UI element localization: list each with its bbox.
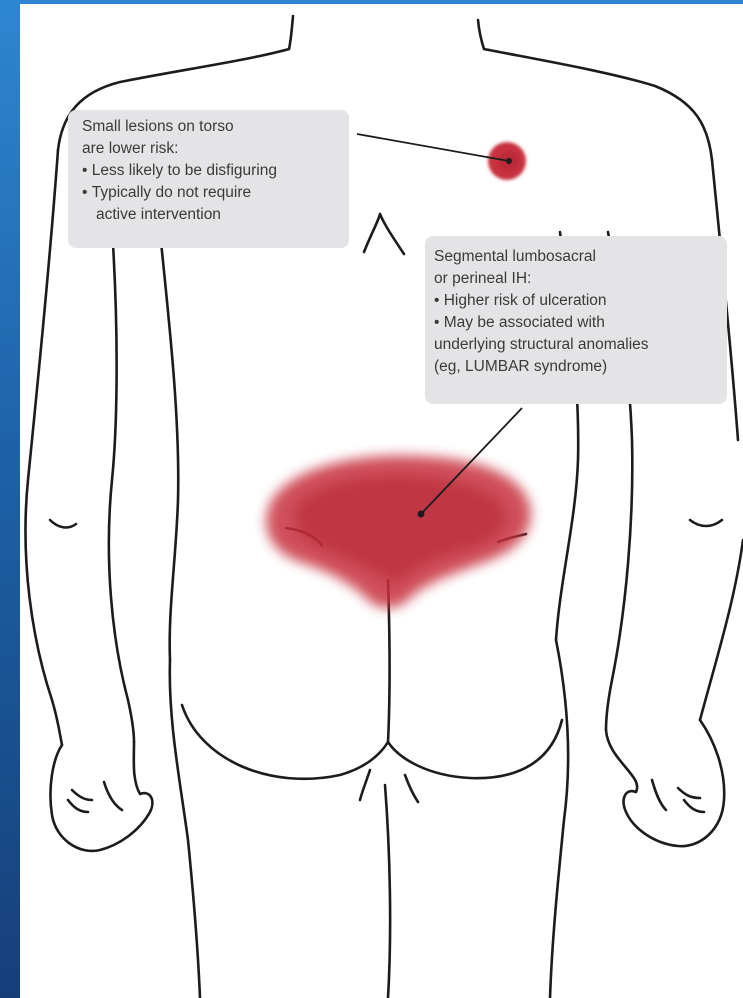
right-hand-finger-2 [678, 788, 700, 798]
callout-line: underlying structural anomalies [434, 334, 727, 356]
right-hand-finger-1 [684, 800, 704, 812]
right-hand-outline [606, 720, 724, 846]
lumbosacral-lesion [266, 455, 531, 608]
callout-bullet-item: May be associated with [434, 312, 727, 334]
callout-line-continued: active intervention [82, 204, 349, 226]
left-buttock-line [182, 705, 388, 779]
callout-line: are lower risk: [82, 138, 349, 160]
left-hand-finger-2 [72, 790, 92, 800]
left-crease-line [360, 770, 370, 800]
callout-line: Small lesions on torso [82, 116, 349, 138]
left-hand-finger-3 [104, 782, 122, 810]
neck-right-line [478, 20, 484, 49]
callout-bullet-item: Typically do not require [82, 182, 349, 204]
right-hand-finger-3 [652, 780, 666, 810]
leader-dot-lumbosacral [418, 511, 425, 518]
neck-left-line [289, 16, 293, 49]
right-crease-line [405, 775, 418, 802]
left-hand-outline [50, 742, 152, 851]
inner-leg-line [385, 785, 390, 998]
leader-line-torso [357, 134, 509, 161]
upper-back-mark [364, 214, 404, 254]
left-arm-inner-line [109, 244, 134, 742]
callout-bullet-item: Higher risk of ulceration [434, 290, 727, 312]
leader-dot-torso [506, 158, 512, 164]
right-leg-outer-line [550, 640, 568, 998]
callout-line: (eg, LUMBAR syndrome) [434, 356, 727, 378]
callout-torso-lesion: Small lesions on torso are lower risk: L… [68, 110, 349, 248]
left-hand-finger-1 [68, 800, 88, 812]
callout-bullet-item: Less likely to be disfiguring [82, 160, 349, 182]
right-arm-lower-line [700, 540, 743, 720]
callout-line: Segmental lumbosacral [434, 246, 727, 268]
right-elbow-mark [690, 520, 722, 526]
callout-line: or perineal IH: [434, 268, 727, 290]
left-elbow-mark [50, 520, 76, 527]
right-shoulder-line [484, 49, 712, 160]
right-buttock-line [388, 720, 562, 778]
left-torso-side-line [160, 232, 178, 660]
left-arm-outer-line [25, 150, 62, 745]
callout-lumbosacral-lesion: Segmental lumbosacral or perineal IH: Hi… [425, 236, 727, 404]
